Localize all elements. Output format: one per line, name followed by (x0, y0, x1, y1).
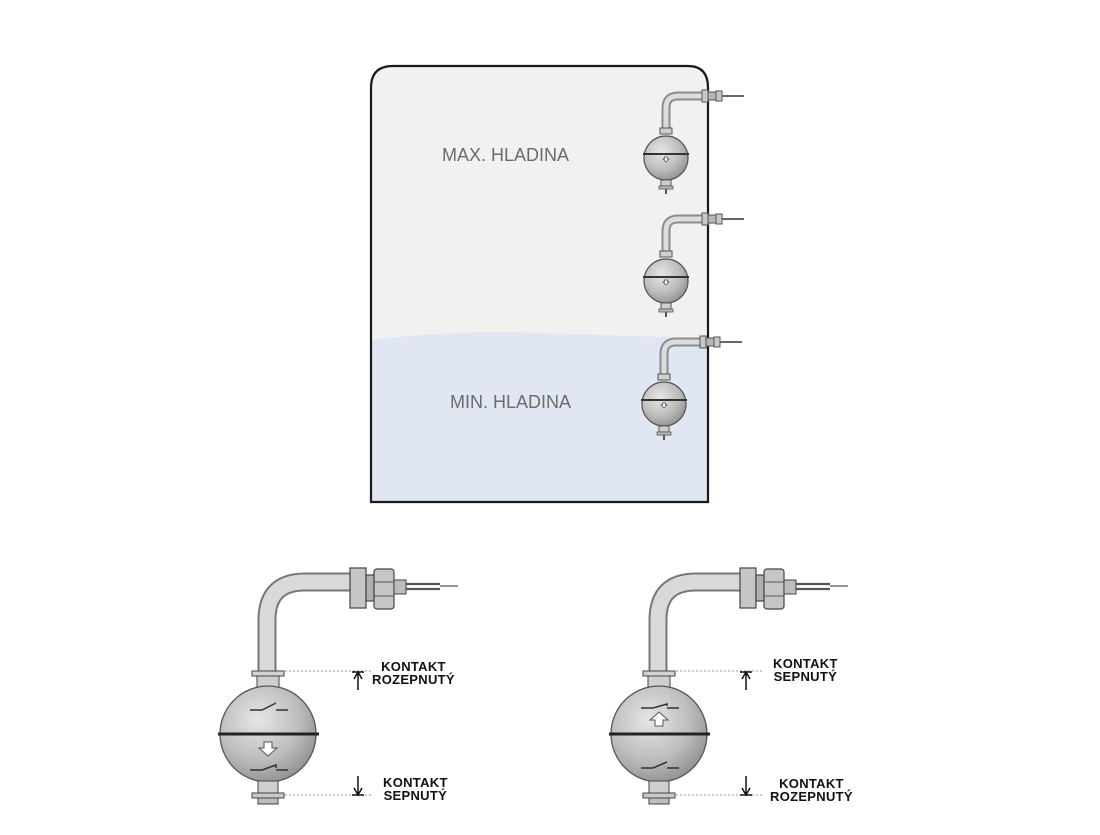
arrow-down-indicator-icon (352, 776, 364, 797)
left-lower-line2: SEPNUTÝ (383, 788, 448, 803)
right-lower-contact-label: KONTAKT ROZEPNUTÝ (770, 777, 853, 803)
water-fill (372, 332, 707, 501)
tank-wall (369, 64, 710, 504)
left-lower-contact-label: KONTAKT SEPNUTÝ (383, 776, 448, 802)
arrow-up-icon (740, 670, 752, 690)
left-upper-line2: ROZEPNUTÝ (372, 672, 455, 687)
tank (369, 64, 710, 504)
max-level-label: MAX. HLADINA (442, 145, 570, 165)
right-lower-line1: KONTAKT (779, 776, 844, 791)
left-upper-contact-label: KONTAKT ROZEPNUTÝ (372, 660, 455, 686)
min-level-label: MIN. HLADINA (450, 392, 572, 412)
arrow-up-icon (352, 670, 364, 690)
arrow-down-icon (257, 741, 279, 757)
left-upper-line1: KONTAKT (381, 659, 446, 674)
arrow-down-indicator-icon (740, 776, 752, 797)
detail-left (218, 567, 458, 805)
right-upper-line2: SEPNUTÝ (773, 669, 838, 684)
left-lower-line1: KONTAKT (383, 775, 448, 790)
arrow-up-float-icon (648, 711, 670, 727)
right-upper-line1: KONTAKT (773, 656, 838, 671)
right-lower-line2: ROZEPNUTÝ (770, 789, 853, 804)
right-upper-contact-label: KONTAKT SEPNUTÝ (773, 657, 838, 683)
detail-right (609, 567, 848, 805)
